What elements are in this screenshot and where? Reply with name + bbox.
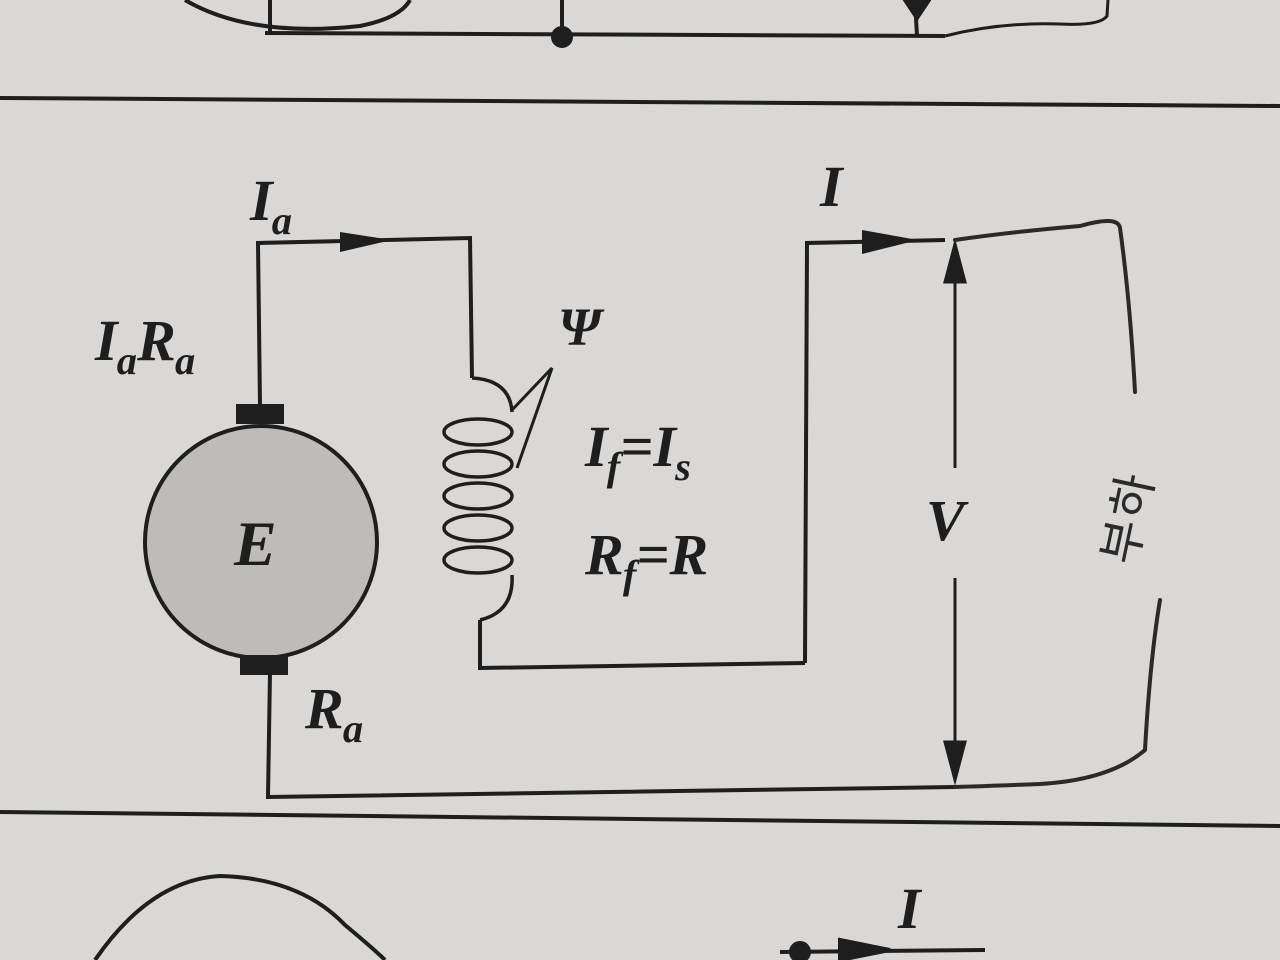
arrow-line-current — [862, 230, 918, 254]
flux-label: Ψ — [558, 297, 602, 357]
generator — [143, 404, 379, 675]
field-coil — [442, 366, 554, 622]
separator-bottom — [0, 810, 1280, 828]
return-wire — [265, 671, 956, 800]
emf-label: E — [234, 508, 277, 579]
field-resistance-equation: Rf=R — [585, 522, 709, 598]
output-top-wire — [803, 238, 946, 664]
terminal-voltage-label: V — [926, 488, 965, 553]
arrow-armature-current — [340, 232, 392, 252]
field-bottom-wire — [478, 620, 806, 671]
brush-bottom — [240, 655, 288, 675]
armature-top-wire — [255, 235, 474, 406]
load-bracket — [953, 219, 1162, 789]
armature-resistance-label: Ra — [305, 676, 364, 752]
armature-voltage-drop-label: IaRa — [95, 308, 196, 384]
field-current-equation: If=Is — [585, 414, 691, 490]
separator-top — [0, 96, 1280, 108]
voltage-arrow — [943, 238, 967, 786]
armature-current-label: Ia — [250, 168, 293, 244]
line-current-label: I — [820, 154, 843, 219]
bottom-current-label: I — [898, 876, 921, 941]
brush-top — [236, 404, 284, 424]
top-partial-figure — [183, 0, 1110, 48]
bottom-partial-figure — [93, 873, 986, 960]
